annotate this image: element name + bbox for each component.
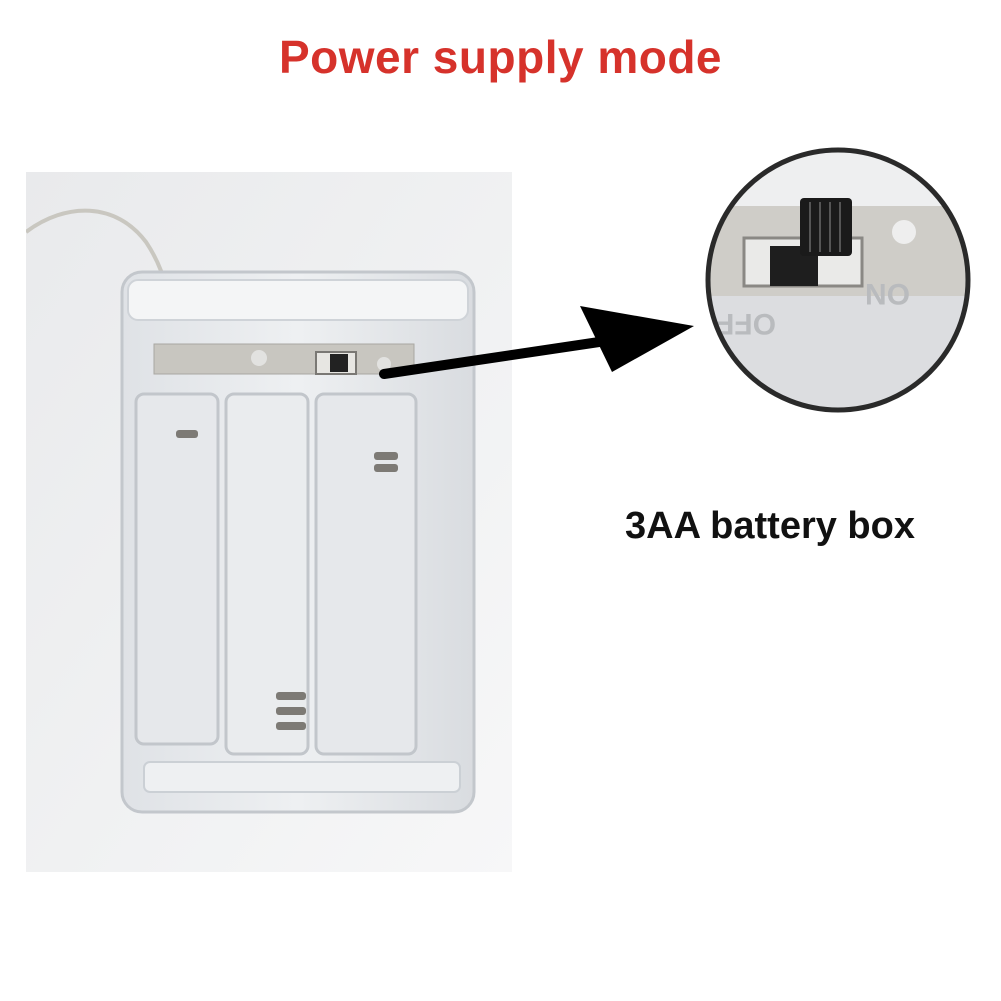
battery-box-photo <box>26 172 512 872</box>
caption: 3AA battery box <box>625 505 915 547</box>
switch-closeup: OFF ON <box>704 146 972 414</box>
battery-slot-1 <box>134 392 220 746</box>
switch-knob <box>800 198 852 256</box>
switch-label-off: OFF <box>716 307 776 340</box>
battery-box-illustration <box>26 172 512 872</box>
switch-label-on: ON <box>865 277 910 310</box>
page-title: Power supply mode <box>278 31 723 83</box>
switch-closeup-illustration: OFF ON <box>705 147 971 413</box>
battery-slot-2 <box>224 392 310 756</box>
battery-slot-3 <box>314 392 418 756</box>
arrow-right-icon <box>379 306 694 379</box>
